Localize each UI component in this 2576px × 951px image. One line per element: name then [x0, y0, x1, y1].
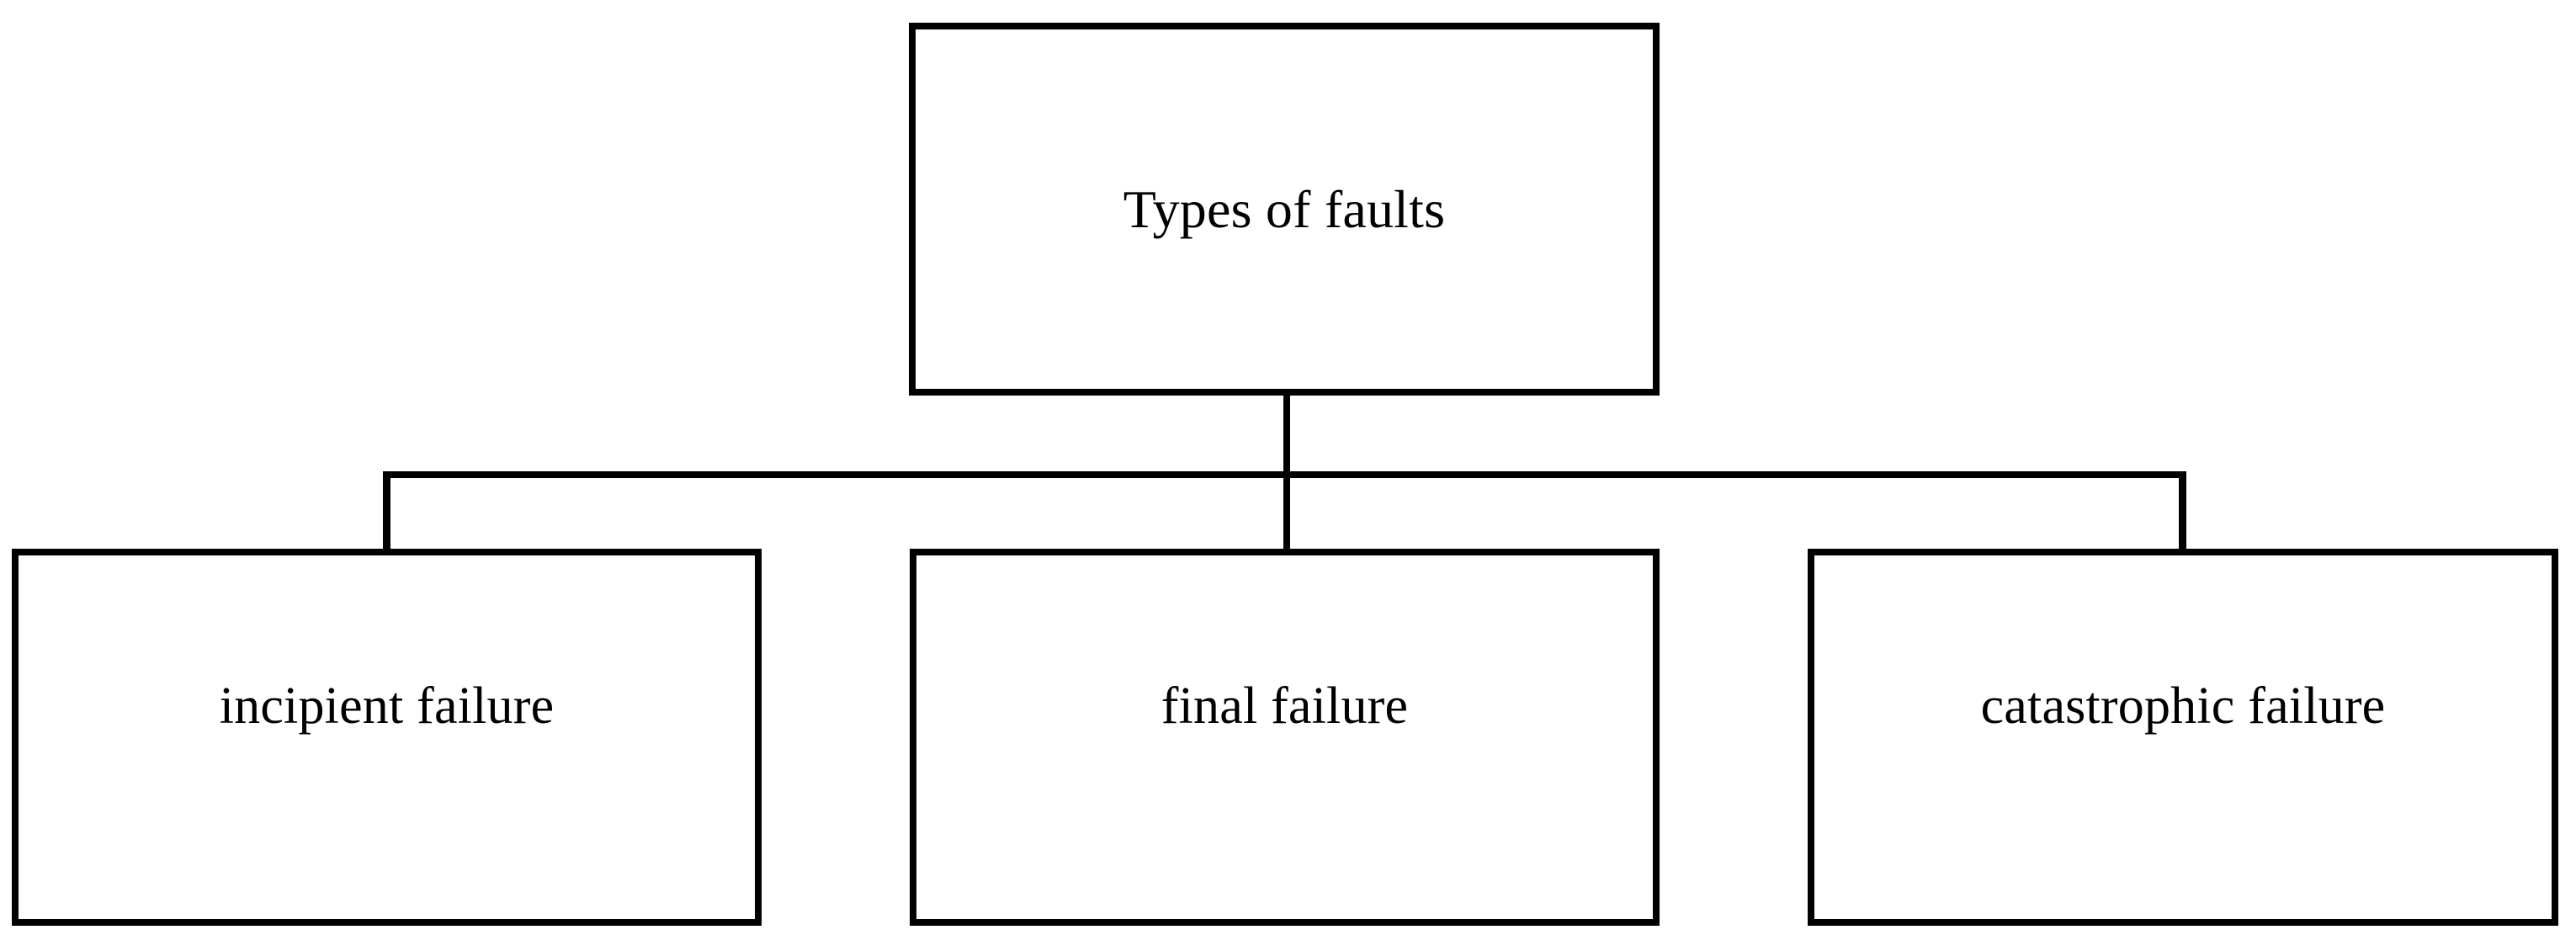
connector-drop-catastrophic-failure	[2179, 471, 2186, 554]
node-incipient-failure[interactable]: incipient failure	[12, 549, 762, 926]
connector-drop-final-failure	[1283, 471, 1290, 554]
node-catastrophic-failure[interactable]: catastrophic failure	[1808, 549, 2558, 926]
connector-drop-incipient-failure	[383, 471, 390, 554]
node-incipient-failure-label: incipient failure	[219, 677, 555, 735]
node-catastrophic-failure-label: catastrophic failure	[1980, 677, 2386, 735]
node-root-label: Types of faults	[1123, 178, 1446, 239]
connector-root-stem	[1283, 389, 1290, 478]
node-final-failure[interactable]: final failure	[910, 549, 1660, 926]
node-final-failure-label: final failure	[1161, 677, 1409, 735]
node-root[interactable]: Types of faults	[909, 23, 1660, 396]
